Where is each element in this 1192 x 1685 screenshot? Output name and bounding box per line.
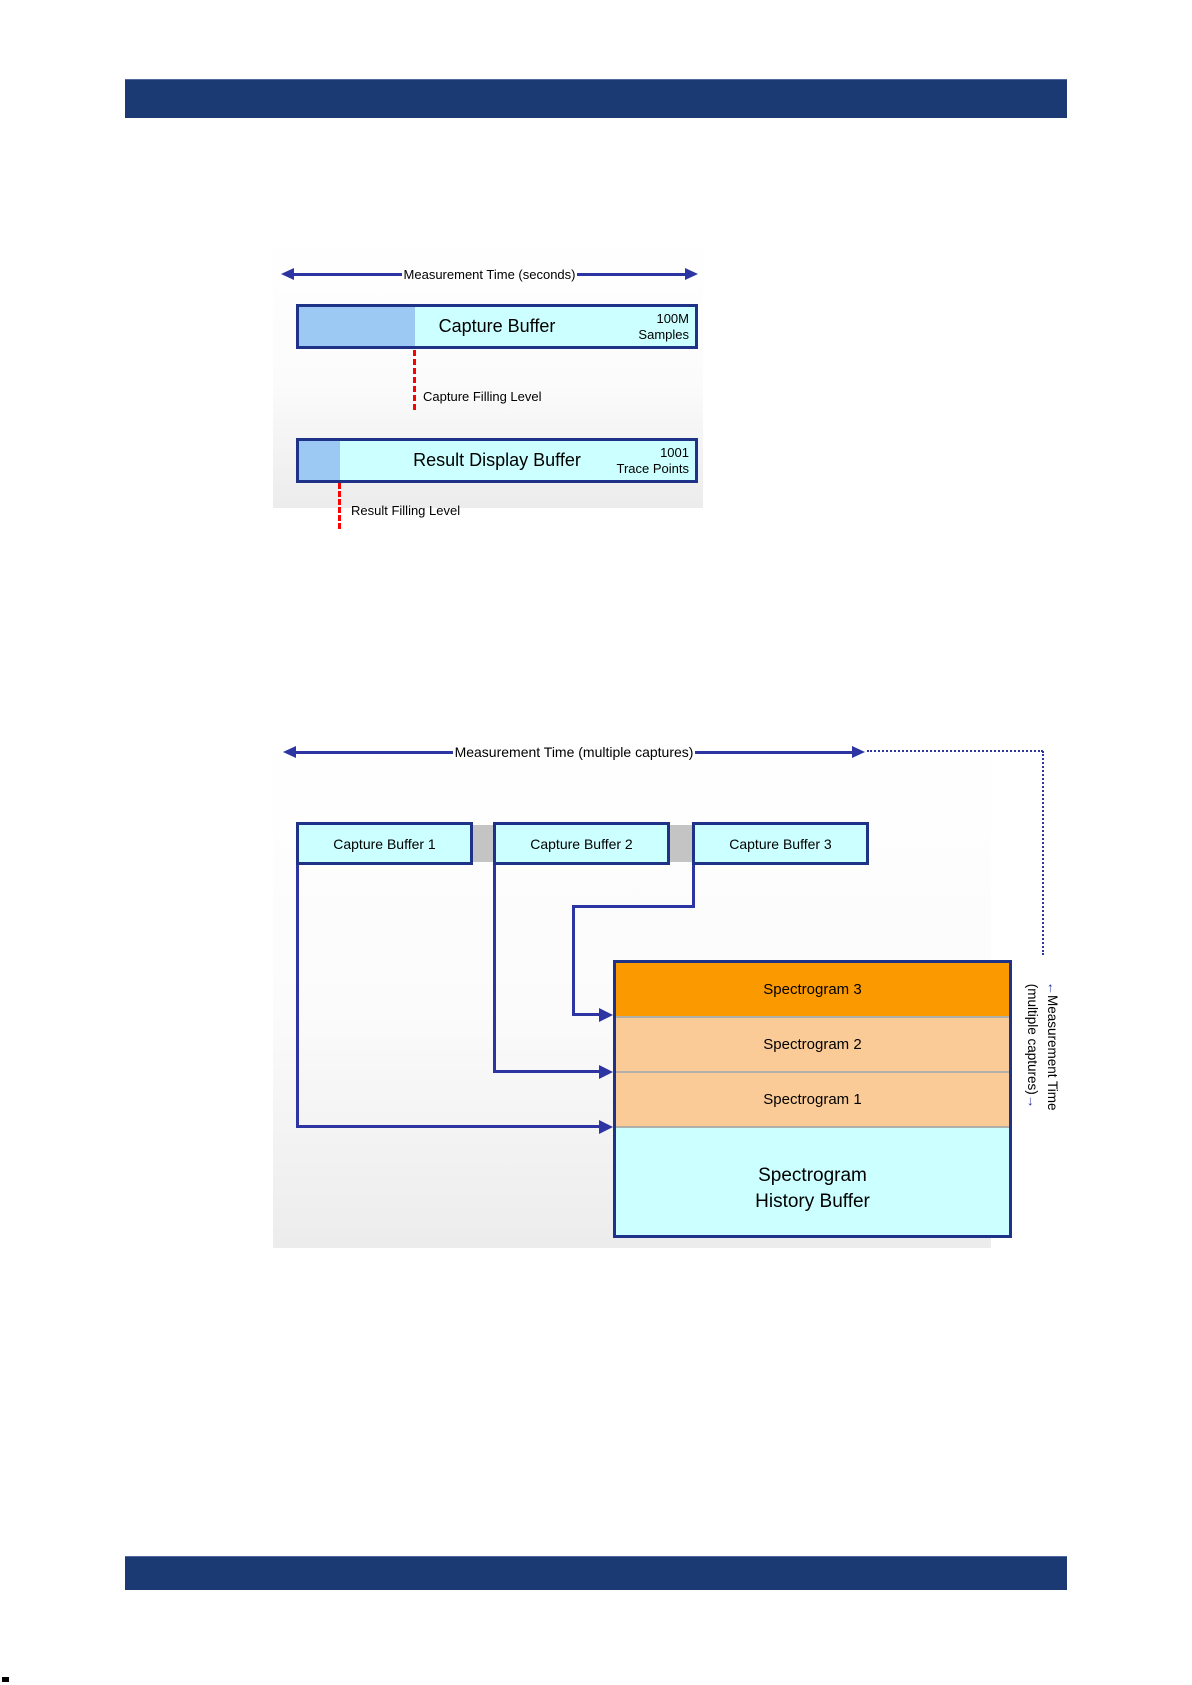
connector-cb1-horizontal xyxy=(296,1125,600,1128)
down-arrow-icon: → xyxy=(1025,1094,1040,1109)
result-display-buffer-label: Result Display Buffer xyxy=(413,450,581,470)
measurement-time-seconds-label: Measurement Time (seconds) xyxy=(403,266,576,282)
spectrogram-2-strip: Spectrogram 2 xyxy=(616,1016,1009,1071)
page-corner-mark xyxy=(2,1677,9,1682)
result-filling-level-label: Result Filling Level xyxy=(351,503,461,518)
connector-cb3-horizontal-2 xyxy=(572,1013,600,1016)
spectrogram-history-buffer-area: Spectrogram History Buffer xyxy=(616,1126,1009,1235)
capture-filling-level-label: Capture Filling Level xyxy=(423,389,542,404)
capture-buffer-label: Capture Buffer xyxy=(438,316,556,336)
arrow-left-head-icon xyxy=(283,746,296,758)
measurement-time-multiple-captures-label: Measurement Time (multiple captures) xyxy=(454,744,694,760)
connector-cb1-vertical xyxy=(296,865,299,1127)
connector-cb3-arrowhead-icon xyxy=(599,1008,613,1022)
vertical-measurement-time-label: ←Measurement Time (multiple captures)→ xyxy=(1025,981,1060,1111)
connector-cb3-vertical-1 xyxy=(692,865,695,908)
buffer-gap-connector xyxy=(473,825,493,862)
connector-cb2-vertical xyxy=(493,865,496,1072)
connector-cb2-horizontal xyxy=(493,1070,600,1073)
arrow-right-head-icon xyxy=(685,268,699,280)
connector-cb2-arrowhead-icon xyxy=(599,1065,613,1079)
dotted-connector-vertical xyxy=(1042,751,1044,955)
result-buffer-filled-portion xyxy=(299,441,340,480)
figure-capture-result-buffer: Measurement Time (seconds) Capture Buffe… xyxy=(273,233,703,529)
up-arrow-icon: ← xyxy=(1045,981,1060,995)
header-bar xyxy=(125,79,1067,118)
result-display-buffer-box: Result Display Buffer 1001 Trace Points xyxy=(296,438,698,483)
capture-buffer-size-label: 100M Samples xyxy=(638,310,689,342)
dotted-connector-horizontal xyxy=(867,750,1043,752)
capture-buffer-filled-portion xyxy=(299,307,415,346)
measurement-time-multiple-captures-arrow: Measurement Time (multiple captures) xyxy=(283,744,865,760)
buffer-gap-connector xyxy=(670,825,692,862)
footer-bar xyxy=(125,1556,1067,1590)
connector-cb3-vertical-2 xyxy=(572,905,575,1016)
figure-spectrogram-history: Measurement Time (multiple captures) Cap… xyxy=(273,718,1153,1258)
result-buffer-size-label: 1001 Trace Points xyxy=(616,444,690,476)
arrow-left-head-icon xyxy=(281,268,294,280)
capture-buffer-box: Capture Buffer 100M Samples xyxy=(296,304,698,349)
capture-buffer-2-box: Capture Buffer 2 xyxy=(493,822,670,865)
measurement-time-seconds-arrow: Measurement Time (seconds) xyxy=(281,266,699,282)
result-filling-level-line xyxy=(338,483,341,529)
capture-buffer-3-box: Capture Buffer 3 xyxy=(692,822,869,865)
spectrogram-3-strip: Spectrogram 3 xyxy=(616,963,1009,1016)
connector-cb3-horizontal-1 xyxy=(572,905,695,908)
connector-cb1-arrowhead-icon xyxy=(599,1120,613,1134)
spectrogram-history-box: Spectrogram 3 Spectrogram 2 Spectrogram … xyxy=(613,960,1012,1238)
capture-filling-level-line xyxy=(413,350,416,410)
arrow-right-head-icon xyxy=(852,746,865,758)
spectrogram-1-strip: Spectrogram 1 xyxy=(616,1071,1009,1126)
capture-buffer-1-box: Capture Buffer 1 xyxy=(296,822,473,865)
